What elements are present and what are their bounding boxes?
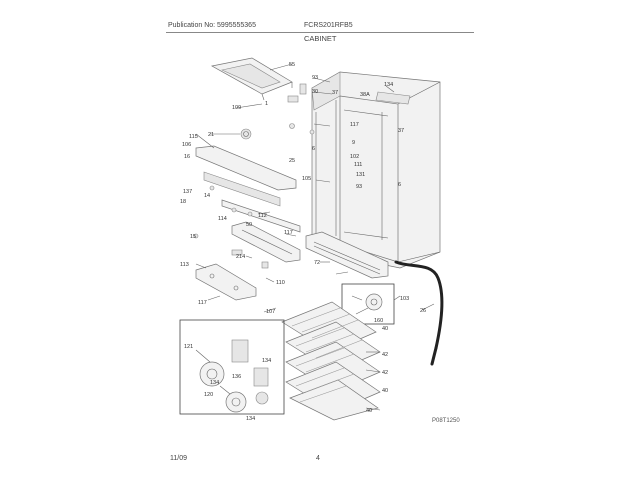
part-label: 55 (289, 62, 295, 68)
part-label: 42 (382, 370, 388, 376)
part-label: 134 (384, 82, 393, 88)
part-label: 115 (189, 134, 198, 140)
part-label: 117 (284, 230, 293, 236)
grommet-part (240, 128, 252, 140)
lower-hinge-part (195, 263, 257, 301)
part-label: 18 (180, 199, 186, 205)
part-label: 37 (332, 90, 338, 96)
part-label: 50 (246, 222, 252, 228)
fan-assembly-inset (179, 319, 285, 415)
part-label: 105 (302, 176, 311, 182)
part-label: 131 (356, 172, 365, 178)
part-label: 30 (312, 89, 318, 95)
part-label: 21 (208, 132, 214, 138)
part-label: 15 (190, 234, 196, 240)
part-label: 114 (218, 216, 227, 222)
part-label: 137 (183, 189, 192, 195)
part-label: 1 (265, 101, 268, 107)
part-label: 40 (382, 388, 388, 394)
part-label: 106 (182, 142, 191, 148)
part-label: 42 (382, 352, 388, 358)
front-panel-part (195, 145, 301, 233)
part-label: 26 (420, 308, 426, 314)
part-label: 40 (366, 408, 372, 414)
part-label: 6 (398, 182, 401, 188)
part-label: 37 (398, 128, 404, 134)
part-label: 107 (266, 309, 275, 315)
part-label: 134 (262, 358, 271, 364)
grille-part (231, 221, 301, 263)
part-label: 109 (232, 105, 241, 111)
part-label: 120 (204, 392, 213, 398)
part-label: 93 (312, 75, 318, 81)
part-label: 102 (350, 154, 359, 160)
part-label: 93 (356, 184, 362, 190)
model-number: FCRS201RFB5 (304, 22, 353, 29)
section-title: CABINET (304, 34, 337, 43)
header-rule (166, 32, 474, 33)
part-label: 9 (352, 140, 355, 146)
part-label: 6 (312, 146, 315, 152)
figure-code: P08T1250 (432, 418, 460, 424)
wire-shelves (281, 301, 381, 421)
power-cord (394, 260, 444, 350)
top-cover-part (211, 57, 293, 101)
part-label: 136 (232, 374, 241, 380)
part-label: 103 (400, 296, 409, 302)
cabinet-body (311, 71, 441, 269)
part-label: 14 (204, 193, 210, 199)
thermostat-inset (341, 283, 395, 325)
upper-hinge-parts (287, 83, 315, 135)
part-label: 110 (276, 280, 285, 286)
part-label: 16 (184, 154, 190, 160)
publication-number: Publication No: 5995555365 (168, 22, 256, 29)
part-label: 121 (184, 344, 193, 350)
footer-date: 11/09 (170, 455, 187, 462)
part-label: 40 (382, 326, 388, 332)
part-labels: 55 93 134 37 37 38A 30 1 109 117 9 115 2… (180, 62, 426, 422)
leader-lines (195, 63, 435, 411)
part-label: 117 (350, 122, 359, 128)
part-label: 38A (360, 92, 370, 98)
part-label: 112 (258, 213, 267, 219)
part-label: 25 (289, 158, 295, 164)
part-label: 113 (180, 262, 189, 268)
part-label: 134 (210, 380, 219, 386)
power-cord-plug (430, 346, 438, 366)
part-label: 214 (236, 254, 245, 260)
lower-grille-part (305, 231, 389, 279)
part-label: 134 (246, 416, 255, 422)
part-label: 111 (354, 162, 362, 168)
footer-page-number: 4 (316, 455, 320, 462)
part-label: 160 (374, 318, 383, 324)
part-label: 72 (314, 260, 320, 266)
part-label: 117 (198, 300, 207, 306)
